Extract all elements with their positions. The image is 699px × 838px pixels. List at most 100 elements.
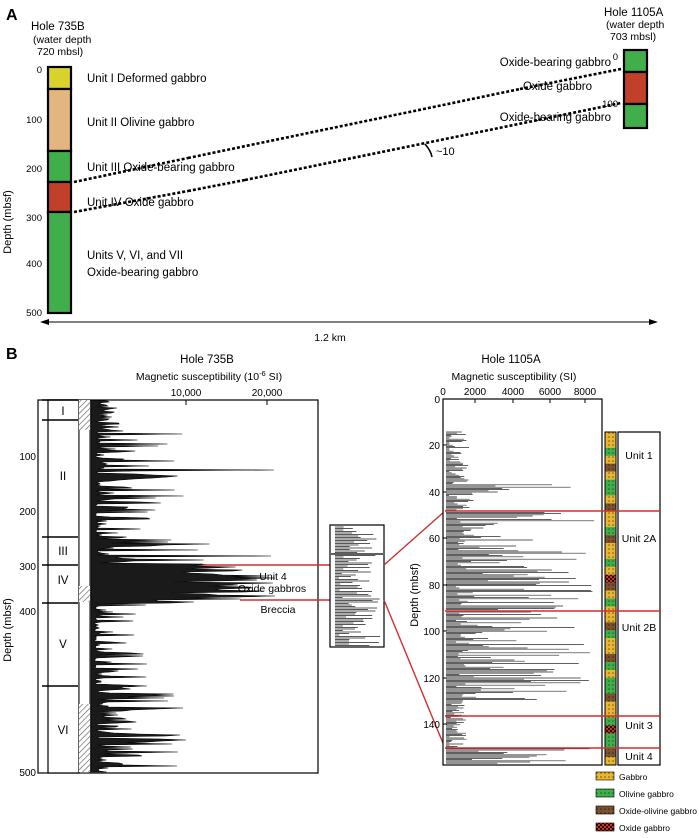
legend-label: Oxide gabbro	[619, 823, 670, 833]
lithology-interval	[605, 669, 616, 679]
oxide-gabbros-label: Oxide gabbros	[238, 583, 306, 595]
lithology-interval	[605, 717, 616, 726]
legend-swatch-oxide-olivine-gabbro	[595, 805, 615, 815]
lithology-interval	[605, 757, 616, 766]
panel-a: A Hole 735B (water depth 720 mbsl) Depth…	[2, 7, 665, 344]
lithology-interval	[605, 535, 616, 544]
unit-label: III	[58, 546, 68, 558]
hole-1105a-lithology-column	[605, 432, 616, 766]
unit-label: Unit III Oxide-bearing gabbro	[87, 162, 235, 174]
depth-tick: 400	[26, 259, 42, 270]
legend-label: Gabbro	[619, 772, 648, 782]
lithology-interval	[605, 447, 616, 457]
lithology-interval	[605, 463, 616, 472]
y-tick: 300	[19, 562, 36, 573]
lithology-interval	[605, 479, 616, 488]
lithology-interval	[605, 646, 616, 655]
lithology-interval	[605, 654, 616, 663]
susceptibility-trace	[446, 431, 595, 764]
hole-1105a-column	[622, 48, 649, 130]
lithology-interval	[605, 487, 616, 496]
unit-ii-block	[46, 87, 73, 153]
x-tick: 8000	[574, 387, 597, 398]
y-tick: 200	[19, 507, 36, 518]
unit-label: Oxide gabbro	[523, 81, 592, 93]
legend-swatch-gabbro	[595, 771, 615, 781]
lithology-interval	[605, 543, 616, 552]
distance-label: 1.2 km	[314, 332, 346, 344]
panel-a-depth-axis-label: Depth (mbsf)	[2, 190, 14, 254]
depth-tick: 0	[37, 65, 42, 76]
lithology-interval	[605, 527, 616, 536]
dip-angle-arc	[424, 143, 433, 158]
lithology-interval	[605, 614, 616, 623]
y-tick: 20	[429, 441, 441, 452]
depth-tick: 0	[613, 52, 618, 63]
panel-b: B Hole 735B Magnetic susceptibility (10-…	[2, 346, 697, 833]
lithology-interval	[605, 590, 616, 599]
y-tick: 60	[429, 534, 441, 545]
panel-a-letter: A	[6, 7, 18, 24]
unit-label: VI	[58, 725, 69, 737]
hole-735b-unit-column	[47, 399, 80, 774]
unit-label: Unit 1	[625, 450, 653, 462]
unit4-label: Unit 4	[259, 571, 287, 583]
lithology-interval	[605, 677, 616, 686]
lithology-interval	[605, 725, 616, 734]
lithology-interval	[605, 574, 616, 583]
lithology-interval	[605, 439, 616, 449]
lithology-interval	[605, 638, 616, 647]
unit-label: Unit 4	[625, 751, 653, 763]
susceptibility-trace	[90, 399, 276, 773]
distance-arrow	[40, 319, 658, 325]
unit-label: Oxide-bearing gabbro	[87, 267, 198, 279]
lithology-interval	[605, 749, 616, 758]
lithology-hatch	[79, 704, 90, 772]
lithology-interval	[605, 630, 616, 639]
upper-correlation-line	[187, 87, 521, 160]
hole-735b-y-label: Depth (mbsf)	[2, 598, 14, 662]
hole-735b-unit-boundaries	[42, 399, 78, 687]
hole-735b-unit-labels: Unit I Deformed gabbro Unit II Olivine g…	[87, 73, 235, 279]
lithology-hatch	[79, 400, 90, 430]
unit-label: Oxide-bearing gabbro	[500, 112, 611, 124]
unit-label: Unit 3	[625, 720, 653, 732]
lithology-interval	[605, 701, 616, 710]
x-tick: 10,000	[171, 388, 202, 399]
exponent: -6	[259, 369, 266, 378]
lithology-hatch	[79, 586, 90, 602]
x-tick: 4000	[502, 387, 525, 398]
unit-label: Unit 2B	[622, 622, 656, 634]
y-tick: 140	[423, 720, 440, 731]
hole-735b-plot-title: Hole 735B	[180, 354, 234, 366]
inset-trace	[335, 526, 381, 646]
legend-swatch-olivine-gabbro	[595, 788, 615, 798]
dip-angle-label: ~10	[436, 146, 455, 158]
lithology-interval	[605, 550, 616, 560]
depth-tick: 100	[602, 99, 618, 110]
x-tick: 0	[440, 387, 446, 398]
inset-log	[335, 526, 381, 646]
unit-label: Unit II Olivine gabbro	[87, 117, 194, 129]
depth-tick: 300	[26, 213, 42, 224]
legend-label: Oxide-olivine gabbro	[619, 806, 697, 816]
hole-1105a-unit-boundaries	[445, 510, 660, 749]
hole-1105a-water-depth-2: 703 mbsl)	[610, 31, 656, 43]
oxide-gabbro-block	[622, 70, 649, 106]
panel-a-depth-ticks: 0 100 200 300 400 500	[26, 65, 42, 319]
hole-1105a-x-ticks: 0 2000 4000 6000 8000	[440, 387, 596, 398]
y-tick: 100	[19, 452, 36, 463]
unit-label: IV	[58, 575, 69, 587]
lithology-interval	[605, 685, 616, 694]
units-v-vii-block	[46, 210, 73, 315]
unit-label: II	[60, 471, 66, 483]
panel-b-letter: B	[6, 346, 18, 363]
unit-label: V	[59, 639, 67, 651]
breccia-label: Breccia	[260, 604, 295, 616]
y-tick: 80	[429, 581, 441, 592]
lithology-interval	[605, 693, 616, 702]
hole-1105a-unit-labels: Unit 1 Unit 2A Unit 2B Unit 3 Unit 4	[622, 450, 656, 763]
hole-735b-water-depth-1: (water depth	[33, 34, 92, 46]
unit-label: Oxide-bearing gabbro	[500, 57, 611, 69]
